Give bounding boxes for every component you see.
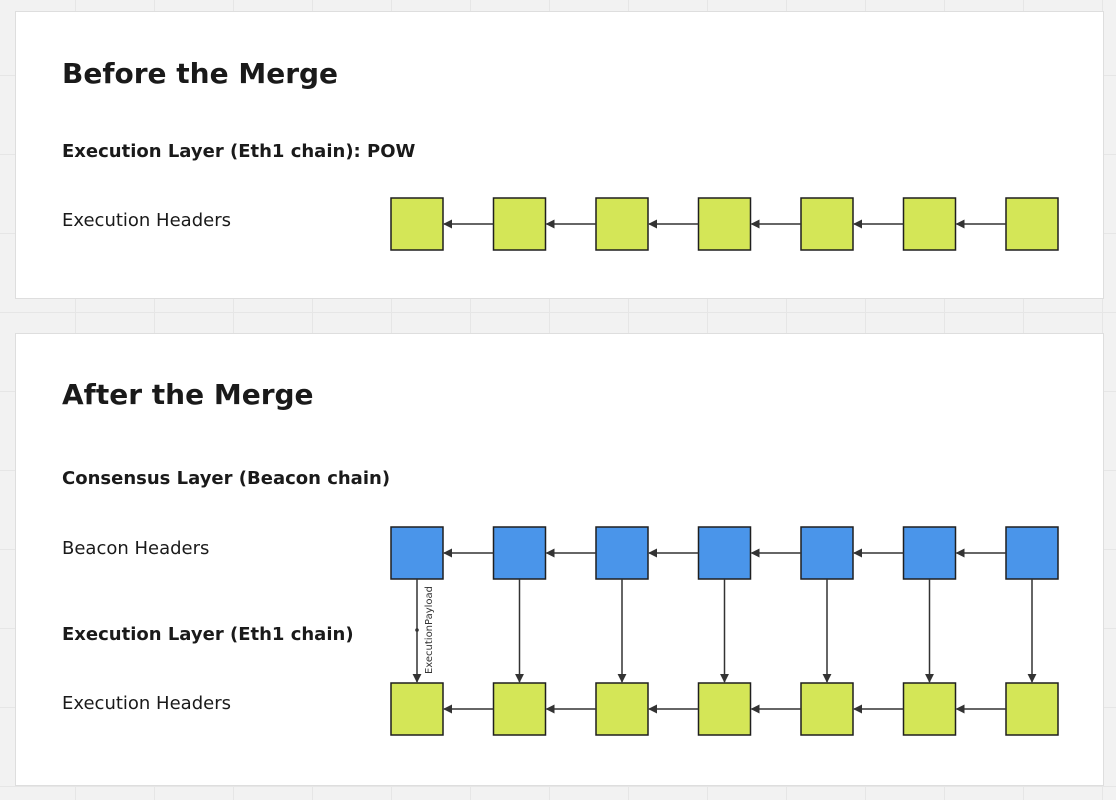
beacon-headers-label: Beacon Headers: [62, 538, 210, 559]
execution-block: [697, 197, 752, 251]
execution-block: [1005, 197, 1059, 251]
consensus-layer-label: Consensus Layer (Beacon chain): [62, 468, 391, 489]
beacon-block: [390, 526, 444, 580]
execution-payload-label: ExecutionPayload: [424, 586, 435, 674]
after-merge-panel: After the Merge Consensus Layer (Beacon …: [15, 333, 1104, 786]
execution-block: [800, 197, 854, 251]
execution-block: [595, 197, 649, 251]
pow-chain-diagram: [390, 197, 1059, 251]
execution-block: [595, 682, 649, 736]
execution-layer-label: Execution Layer (Eth1 chain): [62, 624, 354, 645]
beacon-block: [800, 526, 854, 580]
execution-block: [492, 197, 547, 251]
beacon-block: [902, 526, 957, 580]
execution-block: [902, 197, 957, 251]
execution-block: [390, 197, 444, 251]
connector-dot: [415, 628, 419, 632]
beacon-block: [1005, 526, 1059, 580]
execution-headers-label: Execution Headers: [62, 693, 231, 714]
execution-block: [492, 682, 547, 736]
execution-block: [697, 682, 752, 736]
beacon-block: [492, 526, 547, 580]
merged-chain-diagram: ExecutionPayload: [390, 526, 1059, 736]
execution-block: [390, 682, 444, 736]
beacon-block: [697, 526, 752, 580]
execution-block: [902, 682, 957, 736]
before-merge-title: Before the Merge: [62, 57, 339, 90]
execution-block: [800, 682, 854, 736]
before-merge-panel: Before the Merge Execution Layer (Eth1 c…: [15, 11, 1104, 299]
beacon-block: [595, 526, 649, 580]
execution-block: [1005, 682, 1059, 736]
execution-headers-label: Execution Headers: [62, 210, 231, 231]
after-merge-title: After the Merge: [62, 378, 314, 411]
execution-layer-pow-label: Execution Layer (Eth1 chain): POW: [62, 141, 416, 162]
